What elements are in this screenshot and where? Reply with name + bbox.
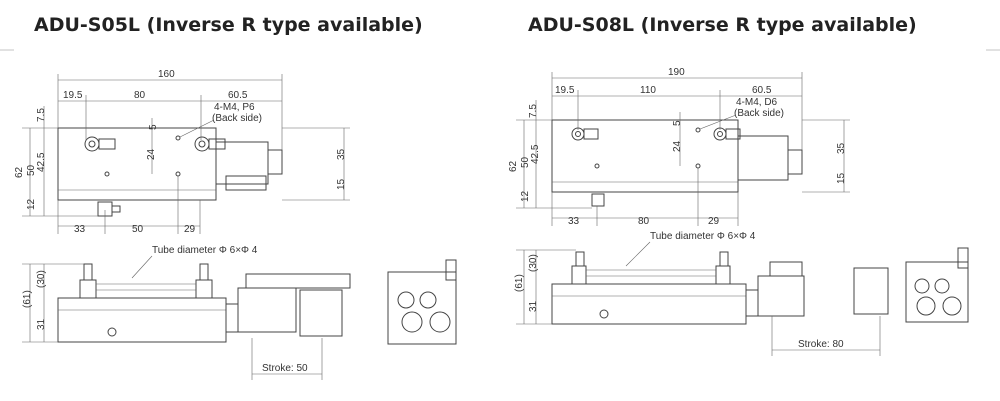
right-body-side-view [551, 283, 747, 325]
left-dim-33: 33 [74, 224, 86, 235]
right-body-top-view [551, 119, 739, 193]
left-dim-12: 12 [26, 198, 37, 210]
left-dim-30: (30) [36, 270, 47, 288]
left-note-line-2: (Back side) [212, 113, 262, 124]
right-dim-33: 33 [568, 216, 580, 227]
left-dim-50: 50 [26, 164, 37, 176]
right-dim-190: 190 [668, 67, 685, 78]
left-note-line-1: 4-M4, P6 [214, 102, 255, 113]
left-dim-61: (61) [22, 290, 33, 308]
right-dim-30: (30) [528, 254, 539, 272]
right-dim-29: 29 [708, 216, 720, 227]
left-dim-31: 31 [36, 318, 47, 330]
left-body-top-view [57, 127, 217, 201]
right-dim-61: (61) [514, 274, 525, 292]
left-body-side-view [57, 297, 227, 343]
left-tube-label: Tube diameter Φ 6×Φ 4 [152, 245, 258, 256]
left-dim-15: 15 [336, 178, 347, 190]
right-note-line-2: (Back side) [734, 108, 784, 119]
left-dim-42-5: 42.5 [36, 152, 47, 172]
left-dim-29: 29 [184, 224, 196, 235]
right-tube-label: Tube diameter Φ 6×Φ 4 [650, 231, 756, 242]
right-title: ADU-S08L (Inverse R type available) [528, 14, 917, 36]
left-port-fitting-1 [84, 136, 100, 152]
left-title: ADU-S05L (Inverse R type available) [34, 14, 423, 36]
right-dim-24: 24 [672, 140, 683, 152]
right-dim-19-5: 19.5 [555, 85, 575, 96]
left-end-view [387, 271, 457, 345]
right-dim-35: 35 [836, 142, 847, 154]
right-dim-80: 80 [638, 216, 650, 227]
left-motor-block [215, 141, 269, 185]
left-dim-80: 80 [134, 90, 146, 101]
left-dim-160: 160 [158, 69, 175, 80]
left-slider-block [299, 289, 343, 337]
right-dim-50: 50 [520, 156, 531, 168]
right-note-line-1: 4-M4, D6 [736, 97, 778, 108]
right-dim-31: 31 [528, 300, 539, 312]
right-dim-15: 15 [836, 172, 847, 184]
left-dim-24: 24 [146, 148, 157, 160]
right-stroke-label: Stroke: 80 [798, 339, 844, 350]
right-dim-12: 12 [520, 190, 531, 202]
right-slider-block [853, 267, 889, 315]
left-dim-35: 35 [336, 148, 347, 160]
right-dim-62: 62 [508, 160, 519, 172]
right-dim-7-5: 7.5 [528, 104, 539, 118]
left-dim-19-5: 19.5 [63, 90, 83, 101]
left-dim-62: 62 [14, 166, 25, 178]
left-dim-5: 5 [148, 124, 159, 130]
right-dim-110: 110 [640, 85, 656, 96]
left-stroke-label: Stroke: 50 [262, 363, 308, 374]
left-drawing: 160 19.5 80 60.5 4-M4, P6 (Back side) 7.… [14, 69, 457, 380]
left-dim-7-5: 7.5 [36, 108, 47, 122]
left-port-fitting-2 [194, 136, 210, 152]
right-drawing: 190 19.5 110 60.5 4-M4, D6 (Back side) 7… [508, 67, 969, 356]
right-motor-block [737, 135, 789, 181]
right-dim-60-5: 60.5 [752, 85, 772, 96]
left-dim-50-bottom: 50 [132, 224, 144, 235]
left-dim-60-5: 60.5 [228, 90, 248, 101]
right-end-view [905, 261, 969, 323]
right-dim-42-5: 42.5 [530, 144, 541, 164]
right-dim-5: 5 [672, 120, 683, 126]
